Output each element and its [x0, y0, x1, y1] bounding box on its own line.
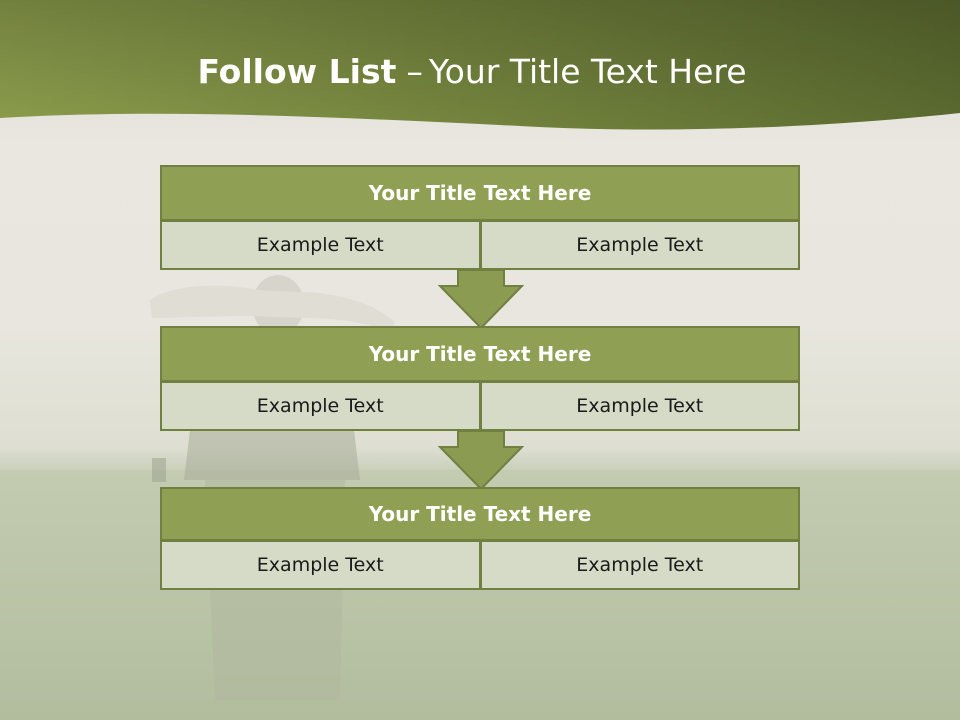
block-title: Your Title Text Here [160, 487, 800, 541]
title-dash: – [406, 52, 423, 91]
down-arrow-icon [438, 431, 524, 491]
block-cell-right: Example Text [480, 221, 800, 270]
header-band [0, 0, 960, 130]
block-cell-right: Example Text [480, 541, 800, 590]
list-block-2: Your Title Text Here Example Text Exampl… [160, 326, 800, 431]
list-block-3: Your Title Text Here Example Text Exampl… [160, 487, 800, 590]
block-cell-right: Example Text [480, 382, 800, 431]
block-cell-left: Example Text [160, 382, 481, 431]
title-strong: Follow List [197, 52, 397, 91]
block-row: Example Text Example Text [160, 541, 800, 590]
title-rest: Your Title Text Here [428, 52, 747, 91]
block-title: Your Title Text Here [160, 326, 800, 382]
block-cell-left: Example Text [160, 221, 481, 270]
block-row: Example Text Example Text [160, 221, 800, 270]
block-row: Example Text Example Text [160, 382, 800, 431]
list-block-1: Your Title Text Here Example Text Exampl… [160, 165, 800, 270]
block-cell-left: Example Text [160, 541, 481, 590]
block-title: Your Title Text Here [160, 165, 800, 221]
slide-title: Follow List–Your Title Text Here [0, 52, 944, 91]
down-arrow-icon [438, 270, 524, 330]
